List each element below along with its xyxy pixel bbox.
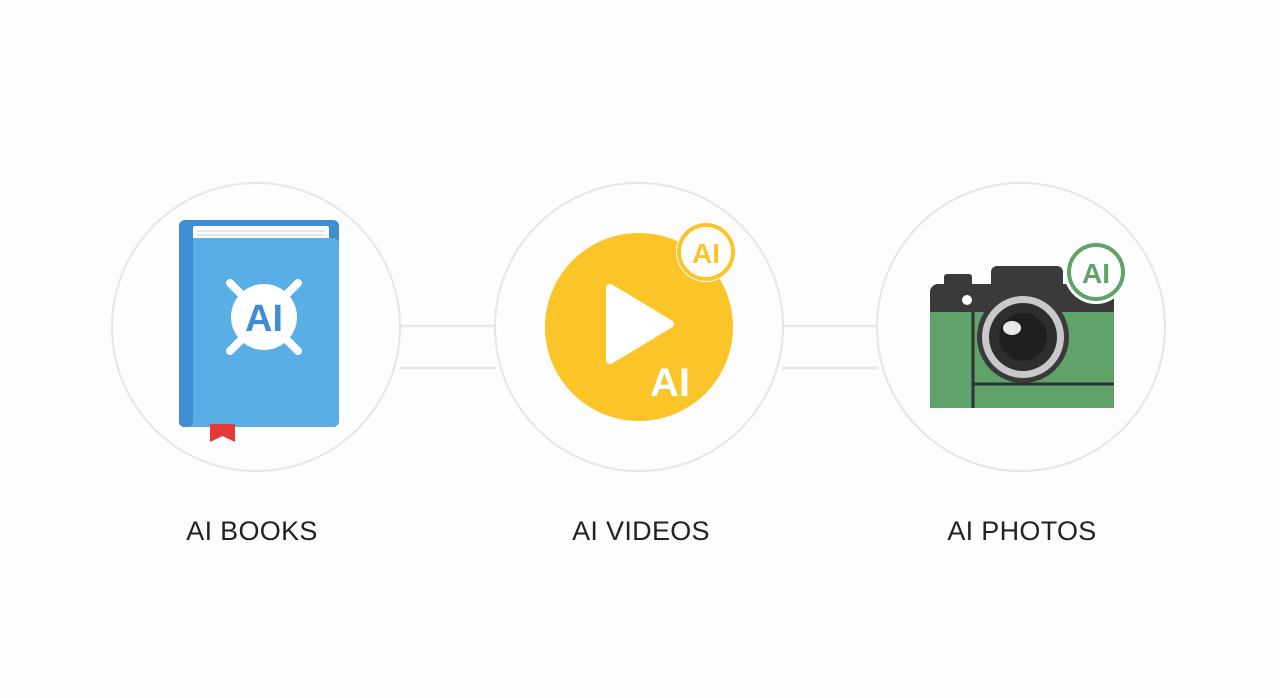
label-books: AI BOOKS: [186, 516, 318, 546]
lens-icon: [977, 291, 1069, 383]
label-photos: AI PHOTOS: [947, 516, 1097, 546]
ai-emblem-icon: [226, 279, 302, 355]
book-ai-text: AI: [245, 298, 283, 340]
play-icon: AI AI: [545, 222, 736, 421]
node-videos: AI AI: [494, 182, 784, 472]
camera-icon: AI: [930, 240, 1128, 408]
node-books: AI: [111, 182, 401, 472]
ai-badge-icon: [676, 222, 736, 282]
video-badge-text: AI: [692, 238, 720, 269]
photo-badge-text: AI: [1082, 258, 1110, 289]
node-photos: AI: [876, 182, 1166, 472]
label-videos: AI VIDEOS: [572, 516, 710, 546]
book-icon: AI: [179, 220, 339, 442]
video-inner-ai-text: AI: [650, 361, 690, 405]
ai-badge-icon: [1064, 240, 1128, 304]
